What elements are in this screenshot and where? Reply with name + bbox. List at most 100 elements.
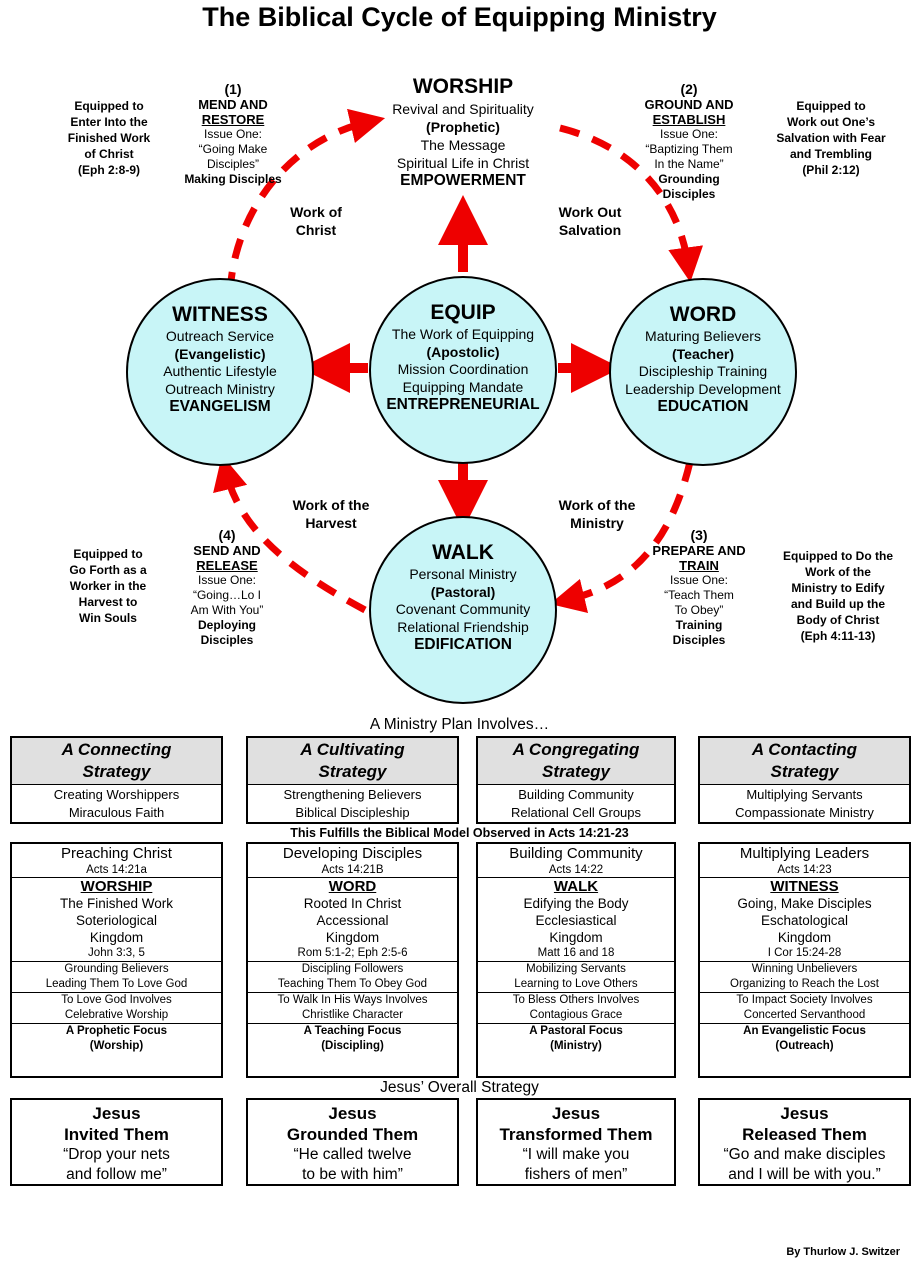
equip-line: Equipping Mandate: [402, 378, 524, 395]
stage-issue: Issue One:: [203, 127, 263, 141]
stage-issue: Issue One:: [659, 127, 719, 141]
stage-title: ESTABLISH: [652, 112, 726, 127]
stage-num: (3): [690, 527, 708, 543]
walk-line: Personal Ministry: [409, 566, 517, 582]
witness-head: WITNESS: [172, 303, 268, 326]
stage-quote: To Obey”: [674, 603, 724, 617]
worship-foot: EMPOWERMENT: [400, 172, 526, 189]
plan-title: A Ministry Plan Involves…: [369, 716, 550, 733]
stage-result: Training: [675, 618, 723, 632]
stage-quote: Am With You”: [190, 603, 264, 617]
stage-title: RELEASE: [196, 558, 258, 573]
worship-line-3: Spiritual Life in Christ: [396, 155, 530, 171]
stage-2: (2) GROUND AND ESTABLISH Issue One: “Bap…: [626, 82, 752, 210]
stage-4: (4) SEND AND RELEASE Issue One: “Going…L…: [164, 528, 290, 648]
stage-title: TRAIN: [679, 558, 719, 573]
stage-num: (1): [224, 81, 242, 97]
stage-quote: “Baptizing Them: [645, 142, 733, 156]
cycle-arrows: [213, 108, 704, 614]
stage-num: (2): [680, 82, 698, 97]
stage-result: Deploying: [197, 618, 256, 632]
witness-line: Outreach Ministry: [165, 380, 275, 397]
stage-title: RESTORE: [201, 112, 265, 127]
worship-paren: (Prophetic): [426, 119, 500, 135]
page-title: The Biblical Cycle of Equipping Ministry: [202, 2, 717, 32]
jesus-title: Jesus’ Overall Strategy: [380, 1079, 539, 1096]
stage-3: (3) PREPARE AND TRAIN Issue One: “Teach …: [636, 528, 762, 648]
walk-circle: WALK Personal Ministry (Pastoral) Covena…: [369, 516, 557, 704]
word-foot: EDUCATION: [657, 398, 749, 415]
witness-paren: (Evangelistic): [174, 345, 266, 362]
walk-foot: EDIFICATION: [414, 636, 512, 653]
model-box: Preaching Christ Acts 14:21a WORSHIP The…: [10, 842, 223, 1078]
equip-head: EQUIP: [430, 301, 496, 324]
model-box: Multiplying Leaders Acts 14:23 WITNESS G…: [698, 842, 911, 1078]
stage-result: Making Disciples: [184, 172, 282, 186]
equip-line: The Work of Equipping: [391, 326, 535, 342]
stage-result: Disciples: [662, 187, 716, 201]
walk-line: Relational Friendship: [397, 618, 529, 635]
model-box: Developing Disciples Acts 14:21B WORD Ro…: [246, 842, 459, 1078]
witness-circle: WITNESS Outreach Service (Evangelistic) …: [126, 278, 314, 466]
equip-paren: (Apostolic): [426, 343, 500, 360]
witness-line: Outreach Service: [165, 328, 275, 344]
stage-title: PREPARE AND: [652, 543, 746, 558]
word-paren: (Teacher): [672, 345, 734, 362]
stage-result: Grounding: [658, 172, 720, 186]
witness-line: Authentic Lifestyle: [163, 363, 277, 379]
credit-text: By Thurlow J. Switzer: [786, 1246, 900, 1258]
stage-issue: Issue One:: [197, 573, 257, 587]
worship-line-2: The Message: [420, 137, 506, 153]
stage-result: Disciples: [672, 633, 726, 647]
arrow-worship-to-word: [559, 124, 704, 283]
stage-quote: “Going…Lo I: [192, 588, 262, 602]
stage-quote: Disciples”: [206, 157, 259, 171]
stage-quote: “Teach Them: [664, 588, 734, 602]
word-line: Maturing Believers: [645, 328, 761, 344]
arrow-witness-to-worship: [226, 108, 386, 293]
equip-circle: EQUIP The Work of Equipping (Apostolic) …: [369, 276, 557, 464]
word-line: Discipleship Training: [638, 363, 768, 379]
word-head: WORD: [669, 303, 737, 326]
witness-foot: EVANGELISM: [169, 398, 271, 415]
word-circle: WORD Maturing Believers (Teacher) Discip…: [609, 278, 797, 466]
stage-result: Disciples: [200, 633, 254, 647]
walk-paren: (Pastoral): [430, 583, 496, 600]
fulfills-title: This Fulfills the Biblical Model Observe…: [290, 826, 629, 840]
walk-head: WALK: [432, 541, 494, 564]
equip-line: Mission Coordination: [397, 361, 529, 377]
walk-line: Covenant Community: [395, 601, 531, 617]
arrow-word-to-walk: [549, 461, 694, 613]
stage-title: MEND AND: [198, 97, 268, 112]
word-line: Leadership Development: [625, 380, 781, 397]
worship-line-1: Revival and Spirituality: [392, 101, 534, 117]
stage-1: (1) MEND AND RESTORE Issue One: “Going M…: [170, 82, 296, 187]
stage-quote: “Going Make: [198, 142, 268, 156]
worship-head: WORSHIP: [412, 75, 514, 98]
stage-issue: Issue One:: [669, 573, 729, 587]
worship-node: WORSHIP Revival and Spirituality (Prophe…: [360, 74, 566, 190]
stage-num: (4): [218, 527, 236, 543]
model-box: Building Community Acts 14:22 WALK Edify…: [476, 842, 676, 1078]
arrow-walk-to-witness: [213, 454, 367, 614]
stage-title: SEND AND: [193, 543, 261, 558]
